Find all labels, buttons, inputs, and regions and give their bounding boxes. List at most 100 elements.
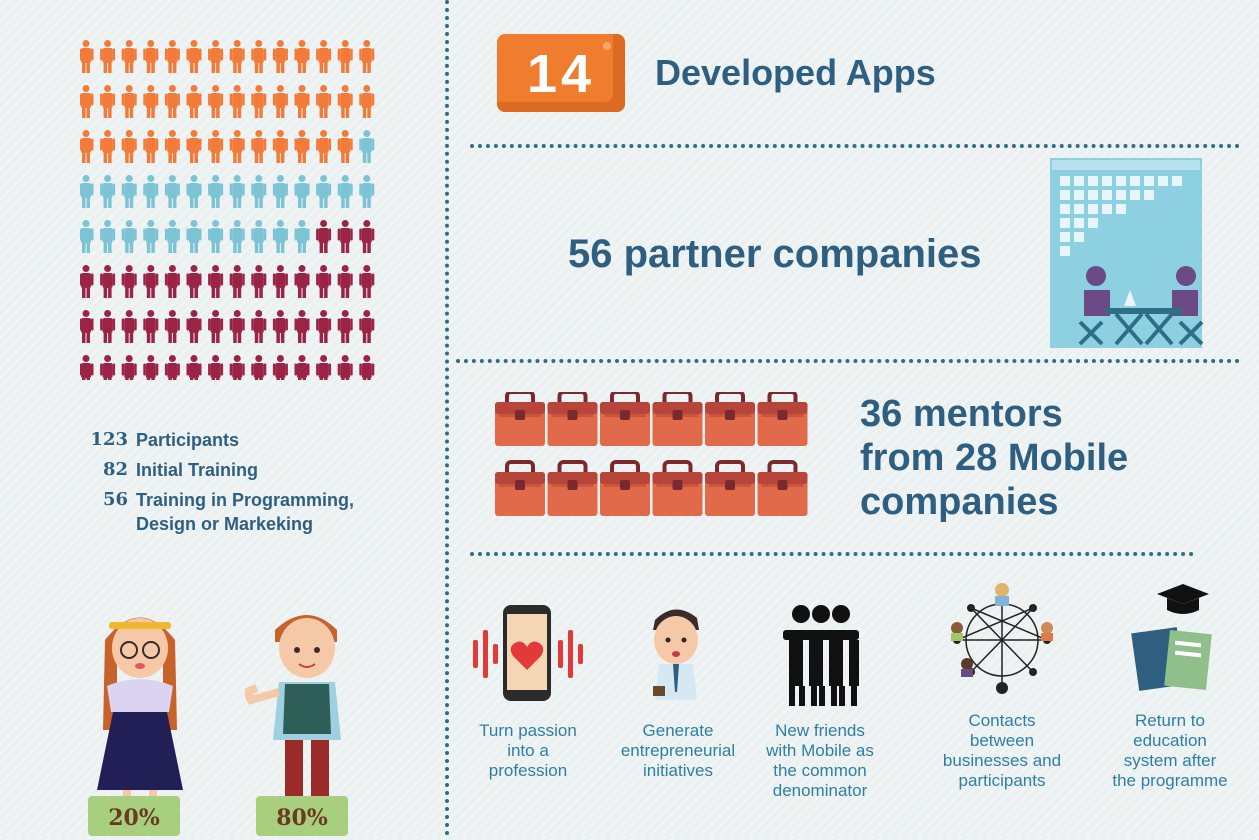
businessman-icon	[653, 609, 699, 700]
person-icon	[143, 220, 159, 253]
briefcase-grid	[495, 390, 817, 533]
person-icon	[121, 310, 137, 343]
benefit-line: entrepreneurial	[620, 741, 736, 760]
person-icon	[229, 355, 245, 380]
briefcase-icon	[495, 460, 545, 516]
benefit-line: denominator	[772, 781, 868, 800]
girl-illustration-icon	[97, 617, 183, 804]
benefit-label: Turn passion into a profession	[448, 721, 608, 781]
benefit-passion: Turn passion into a profession	[448, 600, 608, 781]
person-icon	[80, 175, 94, 208]
person-icon	[272, 175, 288, 208]
benefit-line: with Mobile as	[766, 741, 874, 760]
person-icon	[100, 310, 116, 343]
person-icon	[208, 40, 224, 73]
boy-illustration-icon	[241, 615, 341, 796]
benefit-label: Return to education system after the pro…	[1090, 711, 1250, 791]
person-icon	[121, 175, 137, 208]
phone-heart-icon	[473, 605, 583, 701]
mentors-line3: companies	[860, 481, 1059, 523]
briefcase-icon	[757, 460, 808, 516]
benefit-line: education	[1133, 731, 1207, 750]
participant-stats: 123 Participants 82 Initial Training 56 …	[70, 428, 354, 542]
vertical-divider	[445, 0, 449, 836]
person-icon	[186, 40, 202, 73]
person-icon	[186, 130, 202, 163]
partners-label: 56 partner companies	[568, 232, 982, 276]
person-icon	[164, 220, 180, 253]
person-icon	[251, 40, 267, 73]
business-meeting-icon	[1050, 158, 1204, 348]
person-icon	[272, 85, 288, 118]
person-icon	[143, 40, 159, 73]
person-icon	[164, 40, 180, 73]
person-icon	[208, 85, 224, 118]
person-icon	[294, 130, 310, 163]
person-icon	[164, 310, 180, 343]
stat-label: Training in Programming, Design or Marke…	[136, 488, 354, 536]
person-icon	[359, 130, 375, 163]
girl-figure	[85, 600, 195, 815]
benefit-education: Return to education system after the pro…	[1090, 584, 1250, 791]
person-icon	[251, 85, 267, 118]
stat-label: Initial Training	[136, 460, 259, 480]
briefcase-icon	[652, 460, 703, 516]
boy-figure	[241, 600, 365, 815]
benefit-contacts: Contacts between businesses and particip…	[922, 583, 1082, 791]
person-icon	[272, 40, 288, 73]
person-icon	[143, 130, 159, 163]
benefit-line: initiatives	[643, 761, 713, 780]
briefcase-icon	[495, 390, 545, 446]
person-icon	[337, 85, 353, 118]
briefcase-icon	[705, 460, 755, 516]
person-icon	[272, 220, 288, 253]
person-icon	[164, 85, 180, 118]
benefit-line: into a	[507, 741, 549, 760]
person-icon	[164, 175, 180, 208]
benefit-line: Contacts	[968, 711, 1036, 730]
badge-dot	[603, 42, 611, 50]
person-icon	[143, 85, 159, 118]
person-icon	[164, 355, 180, 380]
male-percentage: 80%	[256, 796, 348, 836]
person-icon	[337, 310, 353, 343]
person-icon	[251, 220, 267, 253]
benefit-friends: New friends with Mobile as the common de…	[740, 600, 900, 801]
person-icon	[316, 130, 332, 163]
divider-mentors	[470, 552, 1194, 556]
benefit-line: between	[969, 731, 1035, 750]
graduation-books-icon	[1131, 584, 1212, 691]
benefit-line: Turn passion	[479, 721, 577, 740]
person-icon	[208, 130, 224, 163]
person-icon	[272, 130, 288, 163]
apps-count-badge: 14	[497, 34, 625, 112]
person-icon	[80, 85, 94, 118]
benefit-line: Return to	[1135, 711, 1205, 730]
benefit-line: system after	[1123, 751, 1217, 770]
person-icon	[80, 130, 94, 163]
benefit-line: the programme	[1112, 771, 1228, 790]
person-icon	[100, 40, 116, 73]
person-icon	[337, 175, 353, 208]
person-icon	[80, 265, 94, 298]
person-icon	[359, 85, 375, 118]
person-icon	[337, 40, 353, 73]
person-icon	[294, 85, 310, 118]
person-icon	[294, 220, 310, 253]
person-icon	[359, 40, 375, 73]
person-icon	[229, 175, 245, 208]
briefcase-icon	[705, 390, 755, 446]
person-icon	[121, 220, 137, 253]
person-icon	[100, 220, 116, 253]
person-icon	[208, 175, 224, 208]
person-icon	[229, 265, 245, 298]
person-icon	[359, 175, 375, 208]
person-icon	[186, 355, 202, 380]
person-icon	[80, 220, 94, 253]
person-icon	[80, 310, 94, 343]
person-icon	[294, 310, 310, 343]
briefcase-icon	[547, 390, 598, 446]
person-icon	[251, 265, 267, 298]
mentors-line2: from 28 Mobile	[860, 437, 1129, 479]
person-icon	[121, 40, 137, 73]
